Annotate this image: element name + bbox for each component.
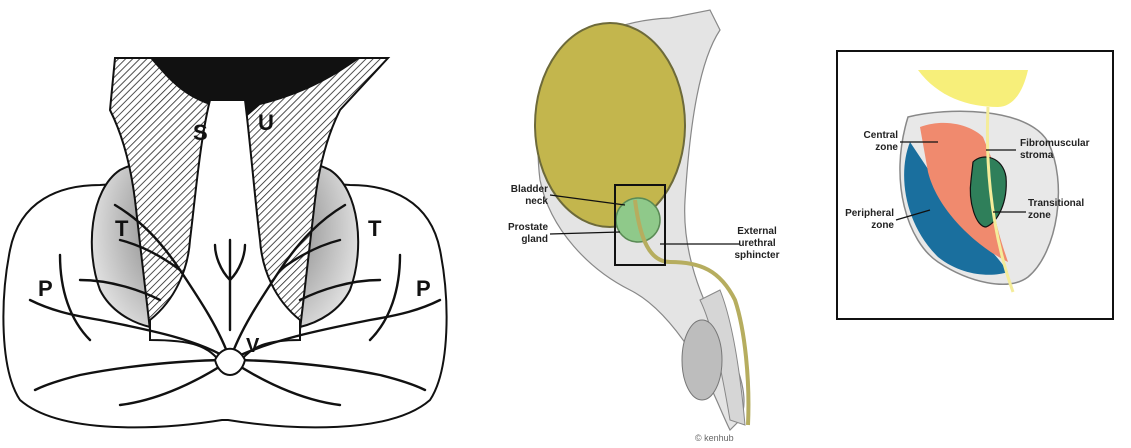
label-t-right: T	[368, 216, 382, 241]
label-bladder-neck: Bladder neck	[498, 184, 548, 208]
label-prostate-gland: Prostate gland	[494, 222, 548, 246]
label-s: S	[193, 120, 208, 145]
schematic-svg: S U T T P P V	[0, 0, 450, 448]
prostate-zones-closeup: Central zone Fibromuscular stroma Periph…	[836, 50, 1114, 320]
zones-svg	[838, 52, 1112, 318]
label-u: U	[258, 110, 274, 135]
label-external-urethral-sphincter: External urethral sphincter	[722, 226, 792, 262]
bladder-fill	[918, 70, 1028, 107]
label-p-left: P	[38, 276, 53, 301]
label-t-left: T	[115, 216, 129, 241]
label-peripheral-zone: Peripheral zone	[838, 208, 894, 232]
testis	[682, 320, 722, 400]
zonal-anatomy-schematic: S U T T P P V	[0, 0, 450, 448]
label-transitional-zone: Transitional zone	[1028, 198, 1108, 222]
label-central-zone: Central zone	[838, 130, 898, 154]
label-fibromuscular-stroma: Fibromuscular stroma	[1020, 138, 1110, 162]
sagittal-section-illustration: © kenhub Bladder neck Prostate gland Ext…	[470, 0, 800, 448]
copyright-text: © kenhub	[695, 433, 734, 443]
label-v: V	[246, 335, 260, 357]
label-p-right: P	[416, 276, 431, 301]
